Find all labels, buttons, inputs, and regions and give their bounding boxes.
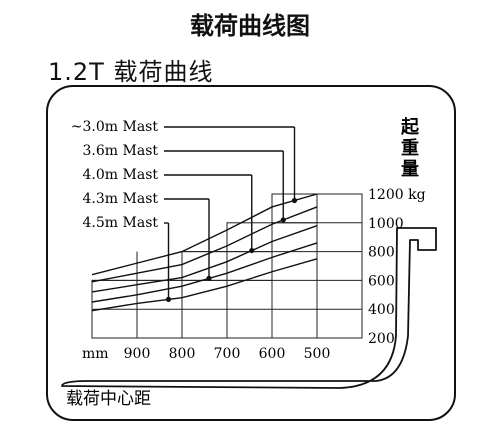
curves	[91, 193, 318, 312]
x-tick-label: 600	[259, 346, 286, 362]
y-tick-label: 1000	[368, 216, 404, 232]
series-line	[91, 258, 318, 312]
legend-label: 4.5m Mast	[83, 215, 159, 231]
y-tick-label: 1200 kg	[368, 187, 426, 203]
x-axis-title: 载荷中心距	[66, 389, 151, 409]
legend-label: 3.6m Mast	[83, 143, 159, 159]
fork-outline	[61, 227, 437, 389]
series-line	[91, 242, 318, 303]
y-axis-title-char-3: 量	[401, 158, 419, 180]
x-tick-label: 500	[304, 346, 331, 362]
x-tick-label: 900	[124, 346, 151, 362]
series-line	[91, 225, 318, 293]
y-tick-label: 200	[368, 331, 395, 347]
legend: ~3.0m Mast 3.6m Mast 4.0m Mast 4.3m Mast 4.5…	[71, 119, 296, 300]
x-unit-label: mm	[82, 346, 109, 362]
chart-frame	[46, 85, 456, 421]
y-axis-title-char-2: 重	[401, 137, 419, 159]
legend-label: 4.3m Mast	[83, 191, 159, 207]
ticks: 900 800 700 600 500 200 400 600 800 1000 1200 kg	[124, 187, 426, 362]
series-line	[91, 193, 318, 276]
y-axis-title-char-1: 起	[400, 116, 420, 138]
y-tick-label: 400	[368, 302, 395, 318]
legend-label: 4.0m Mast	[83, 167, 159, 183]
page-title: 载荷曲线图	[190, 12, 310, 40]
legend-label: ~3.0m Mast	[71, 119, 159, 135]
series-line	[91, 206, 318, 283]
y-tick-label: 800	[368, 245, 395, 261]
x-tick-label: 800	[169, 346, 196, 362]
grid	[91, 193, 363, 339]
y-tick-label: 600	[368, 273, 395, 289]
x-tick-label: 700	[214, 346, 241, 362]
chart-title: 1.2T 载荷曲线	[48, 58, 214, 86]
